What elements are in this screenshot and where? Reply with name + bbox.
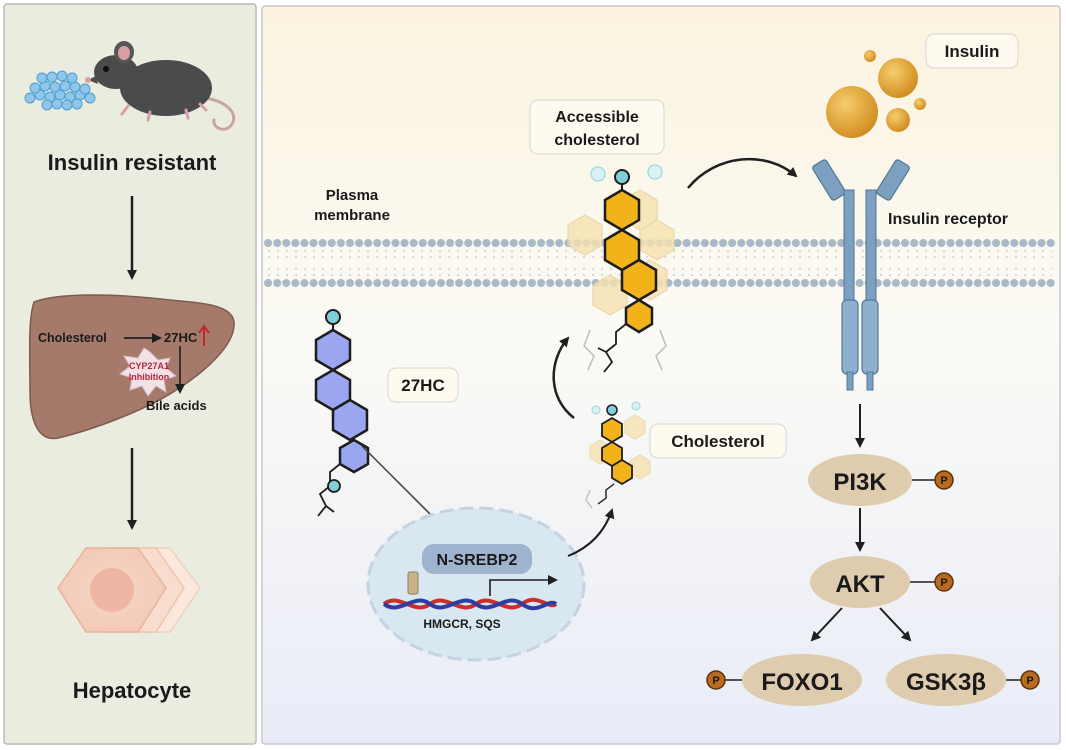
accessible-cholesterol-box <box>529 99 665 155</box>
foxo1-label: FOXO1 <box>761 669 842 696</box>
pi3k-node <box>808 454 912 506</box>
hepatocyte-icon <box>57 547 201 633</box>
cholesterol-label: Cholesterol <box>671 432 765 451</box>
liver-pathway: Cholesterol 27HC CYP27A1 Inhibition Bile… <box>38 324 210 413</box>
liver-inhibition-label: Inhibition <box>129 372 170 382</box>
pi3k-phospho-icon <box>934 470 954 490</box>
hepatocyte-label: Hepatocyte <box>73 678 192 703</box>
arrow-cholesterol-to-membrane <box>552 336 575 419</box>
increase-arrow-icon <box>198 324 210 346</box>
akt-phospho-label: P <box>940 577 947 589</box>
liver-bile-acids-label: Bile acids <box>146 398 207 413</box>
nsrebp2-label: N-SREBP2 <box>437 552 518 569</box>
nucleus <box>366 506 586 662</box>
inhibition-burst-icon <box>118 347 178 397</box>
27hc-label: 27HC <box>401 376 444 395</box>
cholesterol-molecule-icon <box>585 401 651 509</box>
nsrebp2-box <box>422 544 532 574</box>
insulin-label-box <box>925 33 1019 69</box>
liver-cholesterol-label: Cholesterol <box>38 331 107 345</box>
akt-node <box>810 556 910 608</box>
insulin-label: Insulin <box>945 42 1000 61</box>
gsk3b-node <box>886 654 1006 706</box>
liver-enzyme-label: CYP27A1 <box>129 361 169 371</box>
arrow-akt-to-foxo1 <box>810 607 843 642</box>
27hc-molecule-icon <box>314 309 370 517</box>
gsk3b-phospho-label: P <box>1026 675 1033 687</box>
accessible-cholesterol-icon <box>567 164 675 373</box>
genes-label: HMGCR, SQS <box>423 617 500 631</box>
foxo1-phospho-icon <box>706 670 726 690</box>
pi3k-phospho-label: P <box>940 475 947 487</box>
insulin-receptor-icon <box>812 159 910 391</box>
arrow-nucleus-to-cholesterol <box>567 508 615 557</box>
gsk3b-phospho-icon <box>1020 670 1040 690</box>
foxo1-phospho-label: P <box>712 675 719 687</box>
pi3k-label: PI3K <box>833 469 887 496</box>
foxo1-node <box>742 654 862 706</box>
plasma-membrane-label-2: membrane <box>314 207 390 224</box>
accessible-label-2: cholesterol <box>554 132 639 149</box>
dna-icon <box>382 571 558 611</box>
diet-pellets-icon <box>24 70 96 111</box>
insulin-receptor-label: Insulin receptor <box>888 211 1008 228</box>
gsk3b-label: GSK3β <box>906 669 986 696</box>
plasma-membrane-label-1: Plasma <box>326 187 379 204</box>
arrow-akt-to-gsk3b <box>879 607 912 642</box>
liver-27hc-label: 27HC <box>164 330 198 345</box>
cholesterol-label-box <box>649 423 787 459</box>
insulin-molecules-icon <box>826 50 926 138</box>
accessible-label-1: Accessible <box>555 109 639 126</box>
27hc-label-box <box>387 367 459 403</box>
akt-label: AKT <box>835 571 885 598</box>
akt-phospho-icon <box>934 572 954 592</box>
arrow-accessible-to-receptor <box>687 157 798 189</box>
insulin-resistant-label: Insulin resistant <box>48 150 217 175</box>
mouse-icon <box>85 41 236 131</box>
